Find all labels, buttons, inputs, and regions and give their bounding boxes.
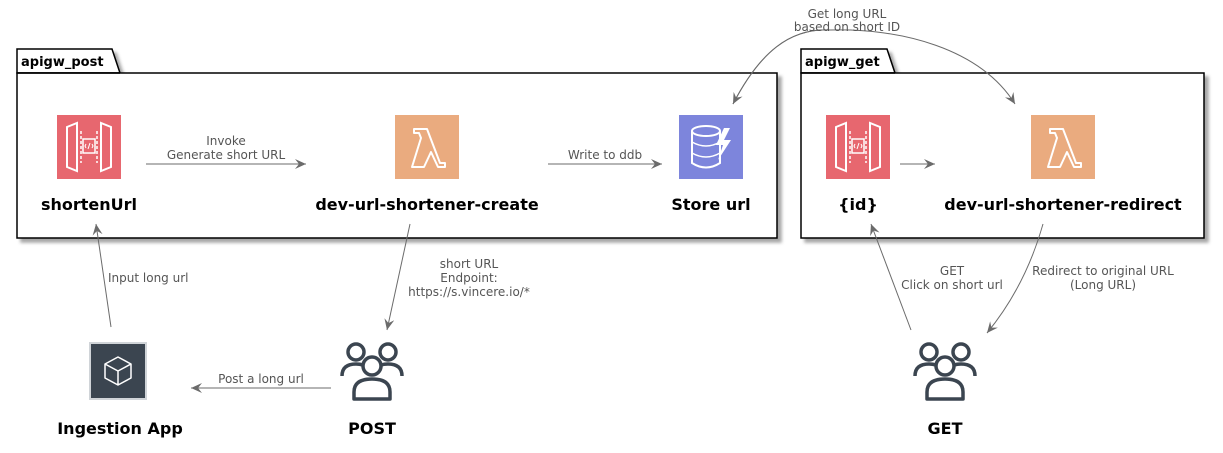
dynamodb-icon [679,115,743,179]
lambda-icon [395,115,459,179]
node-label-create-lambda: dev-url-shortener-create [315,195,539,214]
edge-label-input-long-url: Input long url [108,271,188,285]
edge-redirect: Redirect to original URL (Long URL) [986,223,1174,334]
edge-label-long-url: (Long URL) [1070,278,1136,292]
edge-label-invoke: Invoke [206,134,246,148]
edge-label-endpoint-url: https://s.vincere.io/* [408,285,530,299]
edge-label-redirect: Redirect to original URL [1032,264,1174,278]
edge-label-get: GET [940,264,965,278]
edge-invoke: Invoke Generate short URL [146,134,306,169]
edge-label-click-short-url: Click on short url [901,278,1003,292]
node-label-redirect-lambda: dev-url-shortener-redirect [944,195,1182,214]
edge-label-based-on-short-id: based on short ID [794,20,900,34]
lambda-icon [1031,115,1095,179]
users-icon [913,342,977,401]
package-title-apigw-get: apigw_get [805,55,880,70]
edge-label-write-ddb: Write to ddb [568,148,642,162]
package-title-apigw-post: apigw_post [21,55,104,70]
edge-short-url: short URL Endpoint: https://s.vincere.io… [384,223,530,331]
edge-label-get-long-url: Get long URL [808,7,887,21]
node-ingestion-app[interactable]: Ingestion App [57,342,183,438]
edge-label-short-url: short URL [440,257,499,271]
node-store-url[interactable]: Store url [671,115,751,214]
edge-post-long-url: Post a long url [191,372,331,393]
edge-input-long-url: Input long url [92,223,188,328]
edge-label-endpoint: Endpoint: [440,271,497,285]
node-create-lambda[interactable]: dev-url-shortener-create [315,115,539,214]
node-label-store-url: Store url [671,195,750,214]
users-icon [340,342,404,401]
api-gateway-icon [826,115,890,179]
node-label-ingestion-app: Ingestion App [57,419,183,438]
node-post-users[interactable]: POST [340,342,404,438]
node-redirect-lambda[interactable]: dev-url-shortener-redirect [944,115,1182,214]
api-gateway-icon [57,115,121,179]
edge-get-click: GET Click on short url [870,223,1003,331]
edge-label-post-long-url: Post a long url [218,372,304,386]
node-label-get-users: GET [928,419,963,438]
node-id-resource[interactable]: {id} [826,115,890,214]
node-label-shorten-url: shortenUrl [41,195,137,214]
edge-label-generate-short-url: Generate short URL [167,148,286,162]
node-label-post-users: POST [348,419,396,438]
edge-write-ddb: Write to ddb [548,148,662,169]
edge-get-long-url: Get long URL based on short ID [732,7,1016,105]
node-shorten-url[interactable]: shortenUrl [41,115,137,214]
node-label-id-resource: {id} [838,195,878,214]
node-get-users[interactable]: GET [913,342,977,438]
cube-icon [89,342,147,400]
